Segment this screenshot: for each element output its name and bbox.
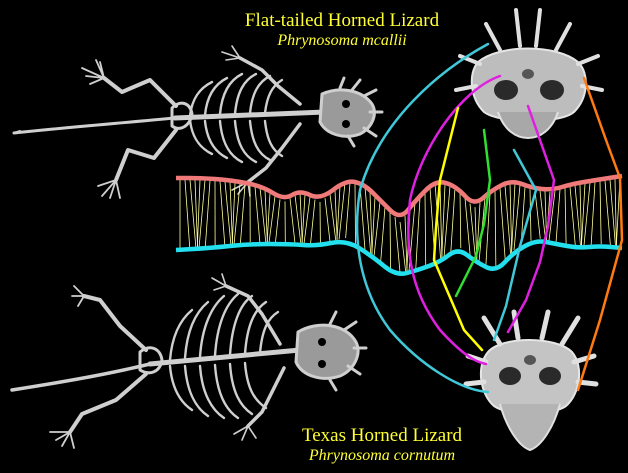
correspondence-line: [416, 198, 420, 269]
top-species-label: Flat-tailed Horned Lizard Phrynosoma mca…: [222, 10, 462, 50]
correspondence-line: [395, 217, 400, 273]
correspondence-line: [514, 185, 520, 250]
correspondence-line: [346, 183, 350, 238]
link-orange: [578, 78, 622, 390]
bottom-common-name: Texas Horned Lizard: [262, 425, 502, 447]
bottom-scientific-name: Phrynosoma cornutum: [262, 447, 502, 465]
correspondence-line: [540, 191, 546, 240]
skeleton-top-icon: [14, 46, 382, 198]
correspondence-line: [372, 197, 375, 254]
correspondence-line: [444, 186, 450, 257]
correspondence-line: [311, 200, 315, 244]
correspondence-lines: [180, 178, 620, 273]
correspondence-line: [240, 185, 245, 243]
correspondence-line: [460, 192, 461, 248]
correspondence-line: [374, 202, 380, 256]
correspondence-line: [302, 195, 305, 243]
link-green: [456, 130, 490, 296]
correspondence-line: [505, 186, 511, 254]
correspondence-line: [195, 180, 198, 247]
correspondence-line: [570, 187, 575, 246]
correspondence-line: [360, 185, 365, 250]
correspondence-line: [220, 181, 225, 244]
link-magenta-right: [508, 106, 554, 332]
correspondence-line: [500, 188, 505, 260]
correspondence-line: [267, 193, 270, 242]
correspondence-line: [205, 181, 210, 247]
correspondence-line: [390, 212, 391, 270]
correspondence-line: [325, 198, 330, 241]
correspondence-line: [355, 184, 356, 244]
correspondence-line: [510, 183, 512, 253]
correspondence-line: [425, 193, 426, 265]
correspondence-line: [300, 192, 302, 243]
skull-top-icon: [456, 10, 602, 138]
correspondence-line: [269, 196, 275, 242]
correspondence-line: [495, 191, 496, 270]
correspondence-line: [615, 179, 616, 245]
correspondence-line: [600, 181, 601, 244]
skeleton-bottom-icon: [12, 274, 366, 448]
correspondence-line: [440, 183, 442, 258]
correspondence-line: [185, 180, 190, 247]
correspondence-line: [581, 184, 585, 246]
correspondence-line: [610, 180, 615, 246]
correspondence-line: [605, 181, 610, 245]
correspondence-line: [225, 182, 231, 244]
correspondence-line: [556, 190, 560, 242]
correspondence-line: [535, 190, 540, 239]
top-common-name: Flat-tailed Horned Lizard: [222, 10, 462, 32]
correspondence-line: [304, 197, 310, 243]
correspondence-line: [381, 207, 385, 261]
correspondence-line: [199, 180, 205, 246]
correspondence-line: [190, 180, 196, 247]
correspondence-line: [197, 180, 200, 247]
correspondence-line: [575, 186, 580, 246]
bottom-species-label: Texas Horned Lizard Phrynosoma cornutum: [262, 425, 502, 465]
correspondence-line: [591, 182, 595, 245]
correspondence-line: [335, 190, 337, 239]
correspondence-line: [451, 188, 455, 252]
correspondence-line: [290, 198, 295, 242]
correspondence-line: [232, 183, 235, 244]
correspondence-line: [255, 187, 260, 242]
correspondence-line: [465, 198, 470, 255]
top-scientific-name: Phrynosoma mcallii: [222, 32, 462, 50]
correspondence-line: [400, 222, 406, 271]
correspondence-line: [330, 194, 336, 240]
correspondence-line: [405, 216, 407, 271]
correspondence-line: [295, 195, 301, 243]
correspondence-line: [275, 199, 280, 242]
correspondence-line: [230, 182, 232, 244]
correspondence-line: [565, 188, 566, 244]
correspondence-line: [580, 185, 582, 246]
correspondence-line: [234, 184, 240, 244]
